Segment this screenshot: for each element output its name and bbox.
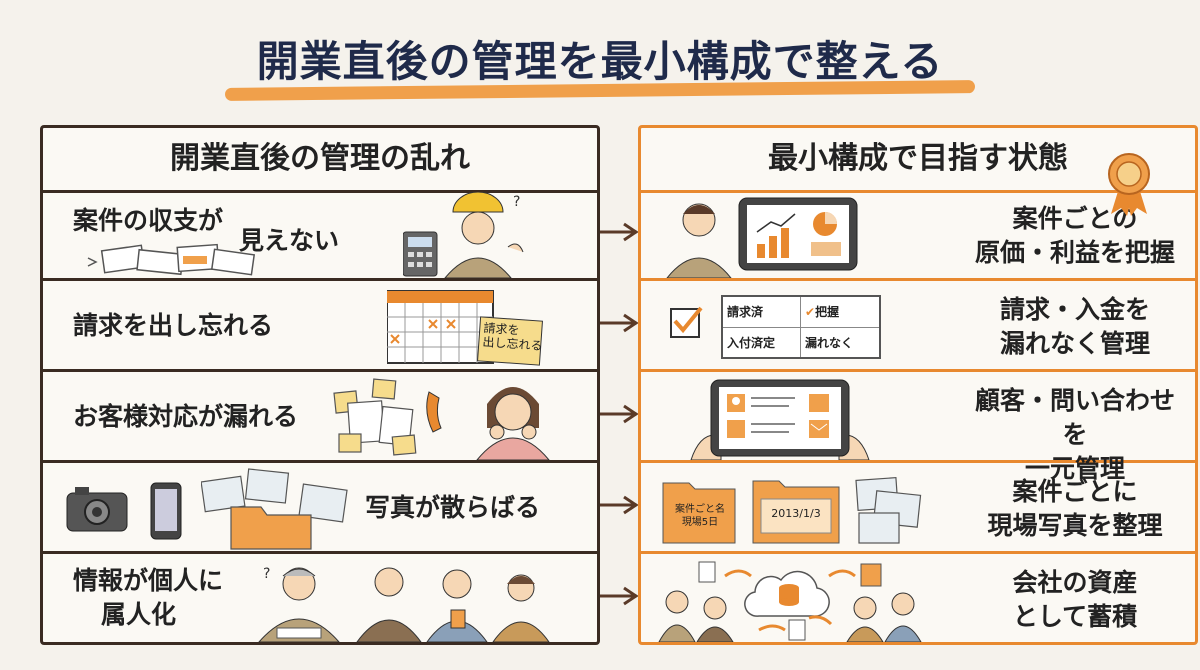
medal-icon <box>1108 153 1150 216</box>
goal-row-profit: 案件ごとの原価・利益を把握 <box>641 190 1195 281</box>
goal-row-photos: 案件ごと名 現場5日 2013/1/3 案件ごとに現場写真を整理 <box>641 463 1195 554</box>
arrow-right-icon <box>600 313 639 333</box>
check-icon: ✔ <box>805 305 816 319</box>
project-folders-icon <box>662 477 922 544</box>
svg-text:?: ? <box>513 194 520 210</box>
shared-cloud-icon <box>658 561 922 642</box>
problem-row-dependency: 情報が個人に 属人化 ? <box>43 554 597 645</box>
camera-icon <box>66 487 128 532</box>
tablet-chart-icon <box>666 197 858 278</box>
smartphone-icon <box>150 482 182 540</box>
svg-text:?: ? <box>263 566 270 582</box>
grid-cell-no-miss: 漏れなく <box>805 335 854 350</box>
goal-row-crm: 顧客・問い合わせを一元管理 <box>641 372 1195 483</box>
grid-cell-payment: 入付済定 <box>723 327 801 357</box>
sticky-notes-icon <box>333 378 417 456</box>
problem-row-balance: 案件の収支が 見えない ? <box>43 190 597 281</box>
problem-row-invoice: 請求を出し忘れる 請求を 出し忘れる <box>43 281 597 372</box>
goal-row-billing: 請求済 ✔把握 入付済定 漏れなく 請求・入金を漏れなく管理 <box>641 281 1195 372</box>
goals-heading: 最小構成で目指す状態 <box>641 128 1195 193</box>
goal-row-assets: 会社の資産として蓄積 <box>641 554 1195 645</box>
grid-cell-grasp: ✔把握 <box>801 297 879 328</box>
goal-text-1: 案件ごとの原価・利益を把握 <box>974 204 1175 267</box>
problem-text-5a: 情報が個人に <box>73 566 224 595</box>
folder-label-date: 2013/1/3 <box>771 507 821 520</box>
arrow-right-icon <box>600 495 639 515</box>
goal-text-2: 請求・入金を漏れなく管理 <box>999 295 1150 358</box>
problem-row-photos: 写真が散らばる <box>43 463 597 554</box>
page-title: 開業直後の管理を最小構成で整える <box>256 37 944 86</box>
folder-label-project: 案件ごと名 現場5日 <box>675 504 725 528</box>
goals-panel: 最小構成で目指す状態 案件ごとの原価・利益を把握 請求済 ✔把握 入付済定 漏れ… <box>638 125 1198 645</box>
problem-text-3: お客様対応が漏れる <box>73 402 299 431</box>
checkbox-checked-icon <box>670 306 703 338</box>
problems-heading: 開業直後の管理の乱れ <box>43 128 597 193</box>
photo-folder-icon <box>201 468 348 550</box>
goal-text-3: 顧客・問い合わせを一元管理 <box>974 386 1175 483</box>
worried-person-icon <box>476 387 550 460</box>
forgot-invoice-note: 請求を 出し忘れる <box>482 320 543 354</box>
scattered-papers-icon <box>87 243 256 276</box>
problem-row-customer: お客様対応が漏れる <box>43 372 597 463</box>
arrow-right-icon <box>600 586 639 606</box>
problem-text-1a: 案件の収支が <box>73 206 224 235</box>
problem-text-2: 請求を出し忘れる <box>73 311 274 340</box>
staff-group-icon: ? <box>258 566 550 642</box>
problems-panel: 開業直後の管理の乱れ 案件の収支が 見えない ? 請求を出し忘れ <box>40 125 600 645</box>
calendar-icon <box>387 290 543 366</box>
tablet-contacts-icon <box>690 379 870 460</box>
billing-status-grid: 請求済 ✔把握 入付済定 漏れなく <box>721 295 881 359</box>
phone-ringing-icon <box>426 391 442 433</box>
goal-text-5: 会社の資産として蓄積 <box>1012 568 1138 631</box>
arrow-right-icon <box>600 404 639 424</box>
problem-text-4: 写真が散らばる <box>365 493 541 522</box>
problem-text-1b: 見えない <box>239 226 340 255</box>
worker-calculator-icon: ? <box>403 192 524 278</box>
arrow-right-icon <box>600 222 639 242</box>
goal-text-4: 案件ごとに現場写真を整理 <box>987 477 1163 540</box>
grid-cell-billed: 請求済 <box>723 297 801 328</box>
problem-text-5b: 属人化 <box>101 600 177 629</box>
